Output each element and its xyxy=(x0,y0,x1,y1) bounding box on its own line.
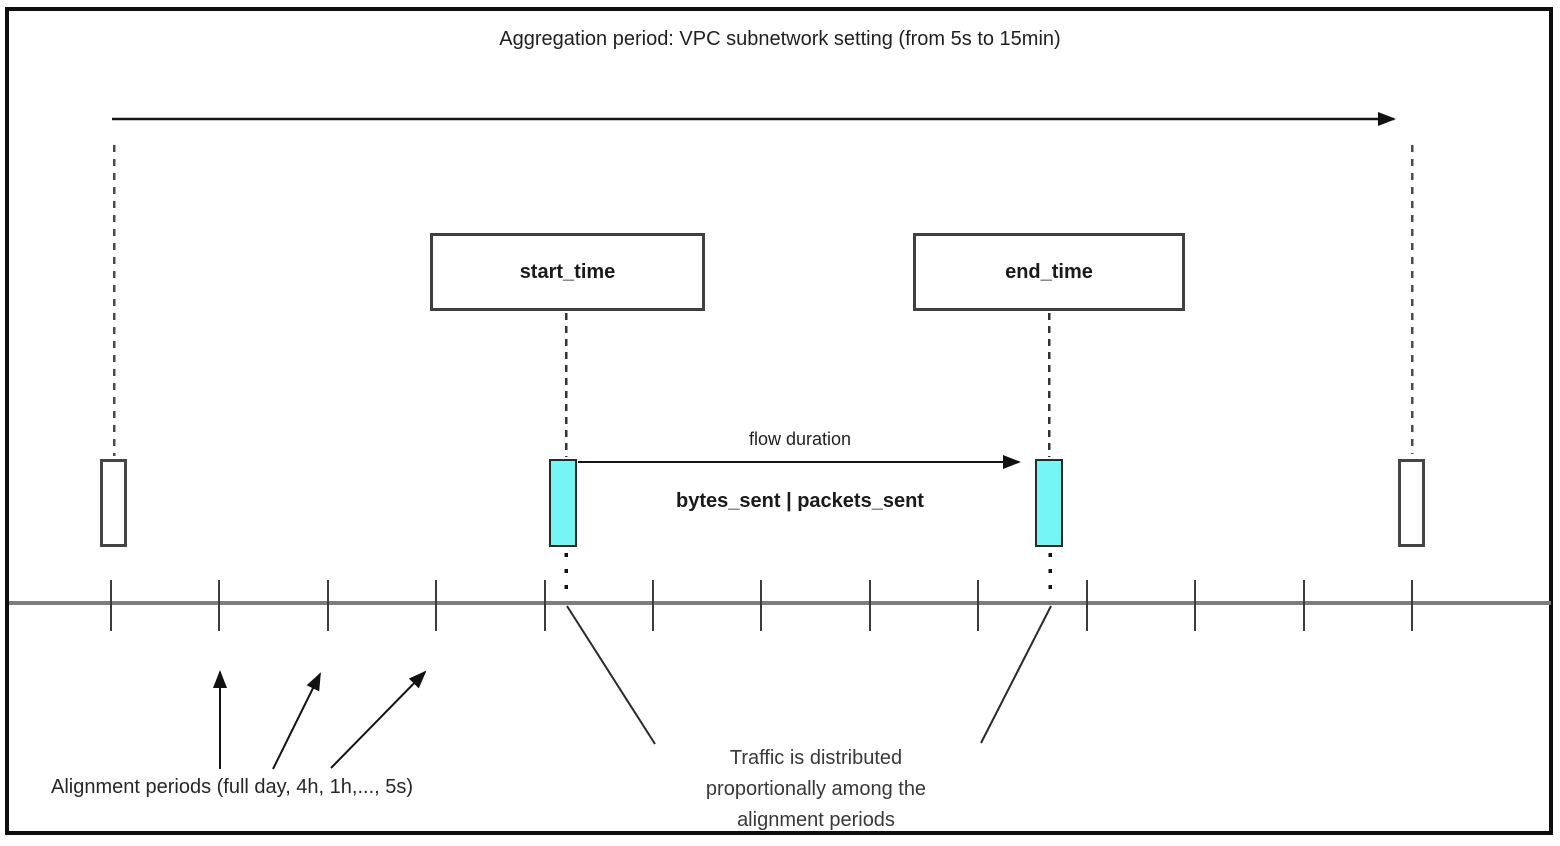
start-time-label: start_time xyxy=(519,260,616,283)
diagram-title: Aggregation period: VPC subnetwork setti… xyxy=(499,28,1061,50)
end-callout-line xyxy=(980,605,1052,744)
timeline-ticks xyxy=(110,580,1413,631)
end-time-box: end_time xyxy=(913,233,1185,311)
flow-end-bar xyxy=(1035,459,1063,547)
flow-duration-label: flow duration xyxy=(748,429,852,449)
traffic-note-line-2: proportionally among the xyxy=(705,778,927,800)
right-edge-interval-bar xyxy=(1398,459,1425,547)
flow-start-bar xyxy=(549,459,577,547)
alignment-arrow-2 xyxy=(272,672,321,770)
start-time-box: start_time xyxy=(430,233,705,311)
traffic-distribution-note: Traffic is distributed proportionally am… xyxy=(666,743,966,836)
alignment-arrow-3 xyxy=(330,670,427,769)
flow-metrics-label: bytes_sent | packets_sent xyxy=(676,490,924,512)
left-edge-interval-bar xyxy=(100,459,127,547)
diagram-frame xyxy=(5,7,1553,835)
traffic-note-line-1: Traffic is distributed xyxy=(729,747,903,769)
end-time-label: end_time xyxy=(1005,260,1093,283)
start-callout-line xyxy=(566,605,656,745)
alignment-periods-label: Alignment periods (full day, 4h, 1h,...,… xyxy=(51,776,414,798)
traffic-note-line-3: alignment periods xyxy=(737,809,895,831)
